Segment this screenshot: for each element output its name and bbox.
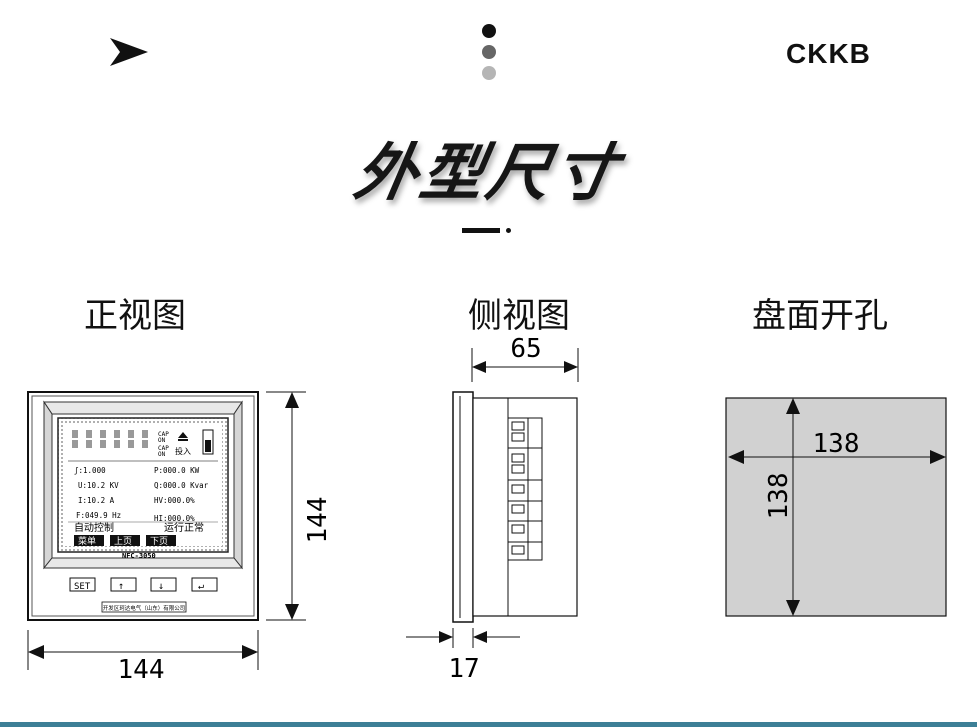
enter-key-label: ↵ xyxy=(198,581,204,592)
side-view-drawing: 65 17 xyxy=(406,334,579,684)
arrow-logo-icon xyxy=(110,38,148,66)
set-key-label: SET xyxy=(74,582,91,592)
lcd-f: F:049.9 Hz xyxy=(76,511,121,520)
lcd-mode: 自动控制 xyxy=(74,521,114,534)
panel-cutout-drawing: 138 138 xyxy=(725,397,947,617)
cutout-height-dim: 138 xyxy=(764,473,794,520)
front-view-drawing: CAP ON CAP ON 投入 ʃ:1.000 P:000.0 KW U:10… xyxy=(27,391,333,685)
lcd-q: Q:000.0 Kvar xyxy=(154,481,209,490)
lcd-prev-button: 上页 xyxy=(114,536,132,547)
lcd-hi: HI:000.0% xyxy=(154,514,195,523)
lcd-u: U:10.2 KV xyxy=(78,481,119,490)
lcd-cap-on-1: CAP xyxy=(158,431,169,438)
title-underline xyxy=(462,228,500,233)
dot-2 xyxy=(482,45,496,59)
brand-name: CKKB xyxy=(786,38,871,69)
model-label: NFC-3050 xyxy=(122,552,156,560)
lcd-input-label: 投入 xyxy=(175,446,191,456)
cutout-rectangle xyxy=(725,397,947,617)
front-height-dim: 144 xyxy=(303,497,333,544)
dots-indicator xyxy=(480,24,498,87)
section-front-view: 正视图 xyxy=(84,296,186,336)
bottom-accent-line xyxy=(0,722,977,727)
lcd-menu-button: 菜单 xyxy=(78,535,96,547)
side-thickness-dim: 17 xyxy=(448,654,479,684)
lcd-cap-on-1b: ON xyxy=(158,437,166,444)
dot-1 xyxy=(482,24,496,38)
capacitor-icons xyxy=(72,430,148,448)
lcd-i: I:10.2 A xyxy=(78,496,115,505)
down-key-label: ↓ xyxy=(158,581,164,592)
title-underline-dot xyxy=(506,228,511,233)
up-key-label: ↑ xyxy=(118,581,124,592)
maker-label: 开发区珂达电气（山东）有限公司 xyxy=(103,604,186,612)
enter-key xyxy=(191,577,218,592)
up-key xyxy=(110,577,137,592)
page-title: 外型尺寸 xyxy=(349,136,626,209)
terminal-block xyxy=(507,417,543,561)
section-side-view: 侧视图 xyxy=(468,296,570,336)
lcd-cap-on-2b: ON xyxy=(158,451,166,458)
lcd-pf: ʃ:1.000 xyxy=(74,466,106,475)
down-key xyxy=(150,577,177,592)
lcd-next-button: 下页 xyxy=(150,536,168,547)
front-width-dim: 144 xyxy=(118,655,165,685)
lcd-status: 运行正常 xyxy=(164,521,204,534)
lcd-p: P:000.0 KW xyxy=(154,466,200,475)
side-depth-dim: 65 xyxy=(510,334,541,364)
cutout-width-dim: 138 xyxy=(813,429,860,459)
lcd-hv: HV:000.0% xyxy=(154,496,195,505)
dot-3 xyxy=(482,66,496,80)
set-key xyxy=(69,577,96,592)
lcd-cap-on-2: CAP xyxy=(158,445,169,452)
section-panel-cutout: 盘面开孔 xyxy=(752,296,888,336)
side-front-plate xyxy=(452,391,474,623)
lcd-up-arrow-icon xyxy=(178,432,188,438)
